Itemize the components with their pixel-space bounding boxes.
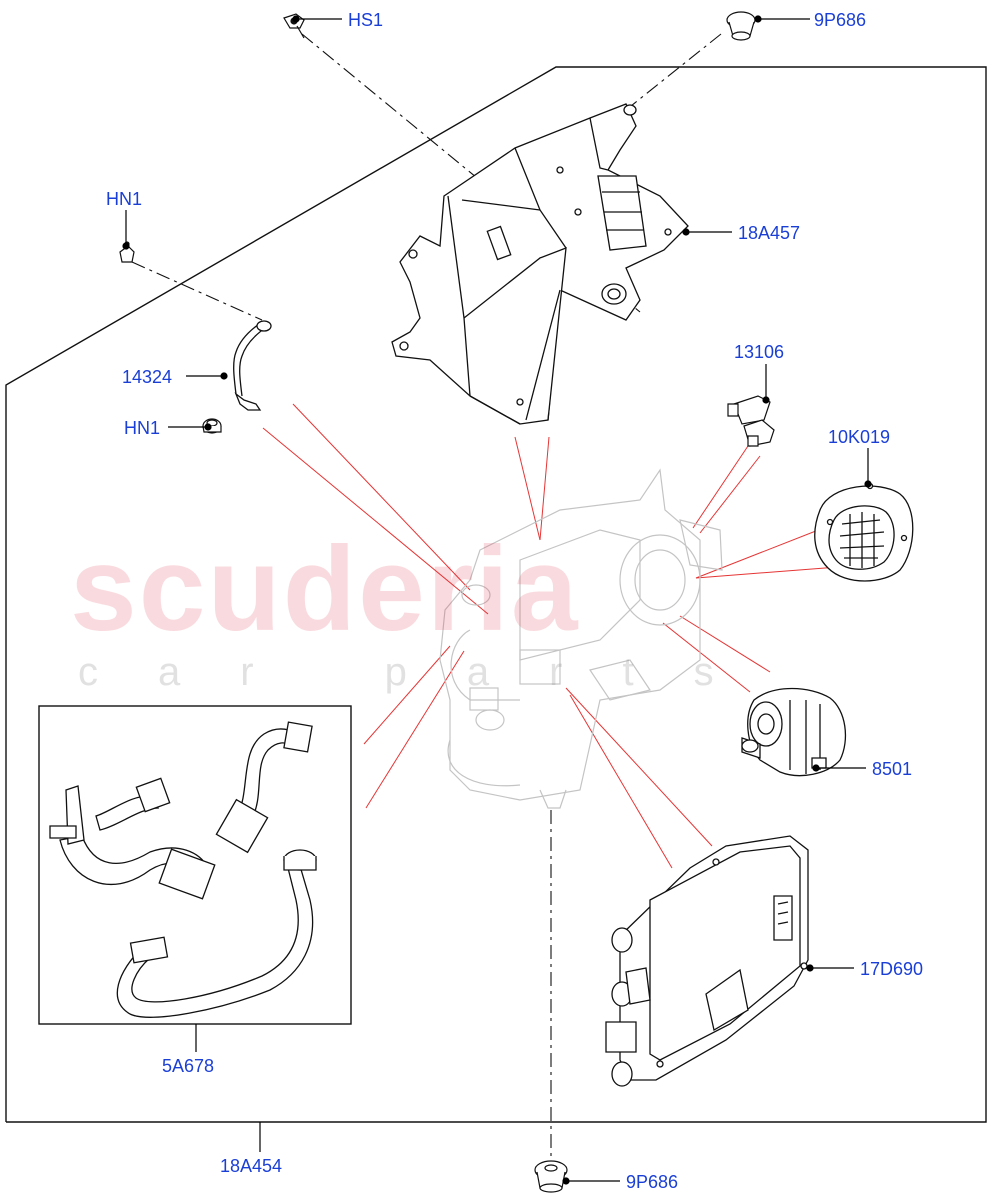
callout-18a454[interactable]: 18A454 — [220, 1156, 283, 1176]
callout-hs1[interactable]: HS1 — [348, 10, 384, 30]
callout-5a678[interactable]: 5A678 — [162, 1056, 215, 1076]
callout-14324[interactable]: 14324 — [122, 367, 173, 387]
charger-module-17d690-part — [606, 836, 808, 1086]
assembly-pointer-lines — [262, 403, 839, 869]
ground-strap-part — [234, 321, 271, 410]
sensor-13106-part — [728, 396, 774, 446]
grommet-top-part — [727, 12, 755, 40]
hose-kit-inset-box — [38, 705, 352, 1025]
assembly-frame — [5, 66, 987, 1123]
watermark-sub: car parts — [78, 650, 774, 694]
callout-9p686-top[interactable]: 9P686 — [814, 10, 867, 30]
watermark-main: scuderia — [70, 522, 580, 656]
grommet-bottom-part — [535, 1161, 567, 1192]
callout-9p686-bottom[interactable]: 9P686 — [626, 1172, 679, 1192]
mounting-bracket-part — [392, 104, 688, 424]
callout-17d690[interactable]: 17D690 — [860, 959, 924, 979]
callout-leaders — [122, 15, 872, 1185]
callout-8501[interactable]: 8501 — [872, 759, 913, 779]
assembled-unit-ghost — [439, 468, 723, 809]
callout-13106[interactable]: 13106 — [734, 342, 785, 362]
coolant-pump-8501-part — [742, 689, 845, 776]
callout-hn1-bottom[interactable]: HN1 — [124, 418, 161, 438]
callout-10k019[interactable]: 10K019 — [828, 427, 891, 447]
hose-kit-5a678-part — [50, 722, 316, 1017]
clamp-ring-10k019-part — [815, 484, 913, 582]
callout-hn1-top[interactable]: HN1 — [106, 189, 143, 209]
callout-18a457[interactable]: 18A457 — [738, 223, 801, 243]
